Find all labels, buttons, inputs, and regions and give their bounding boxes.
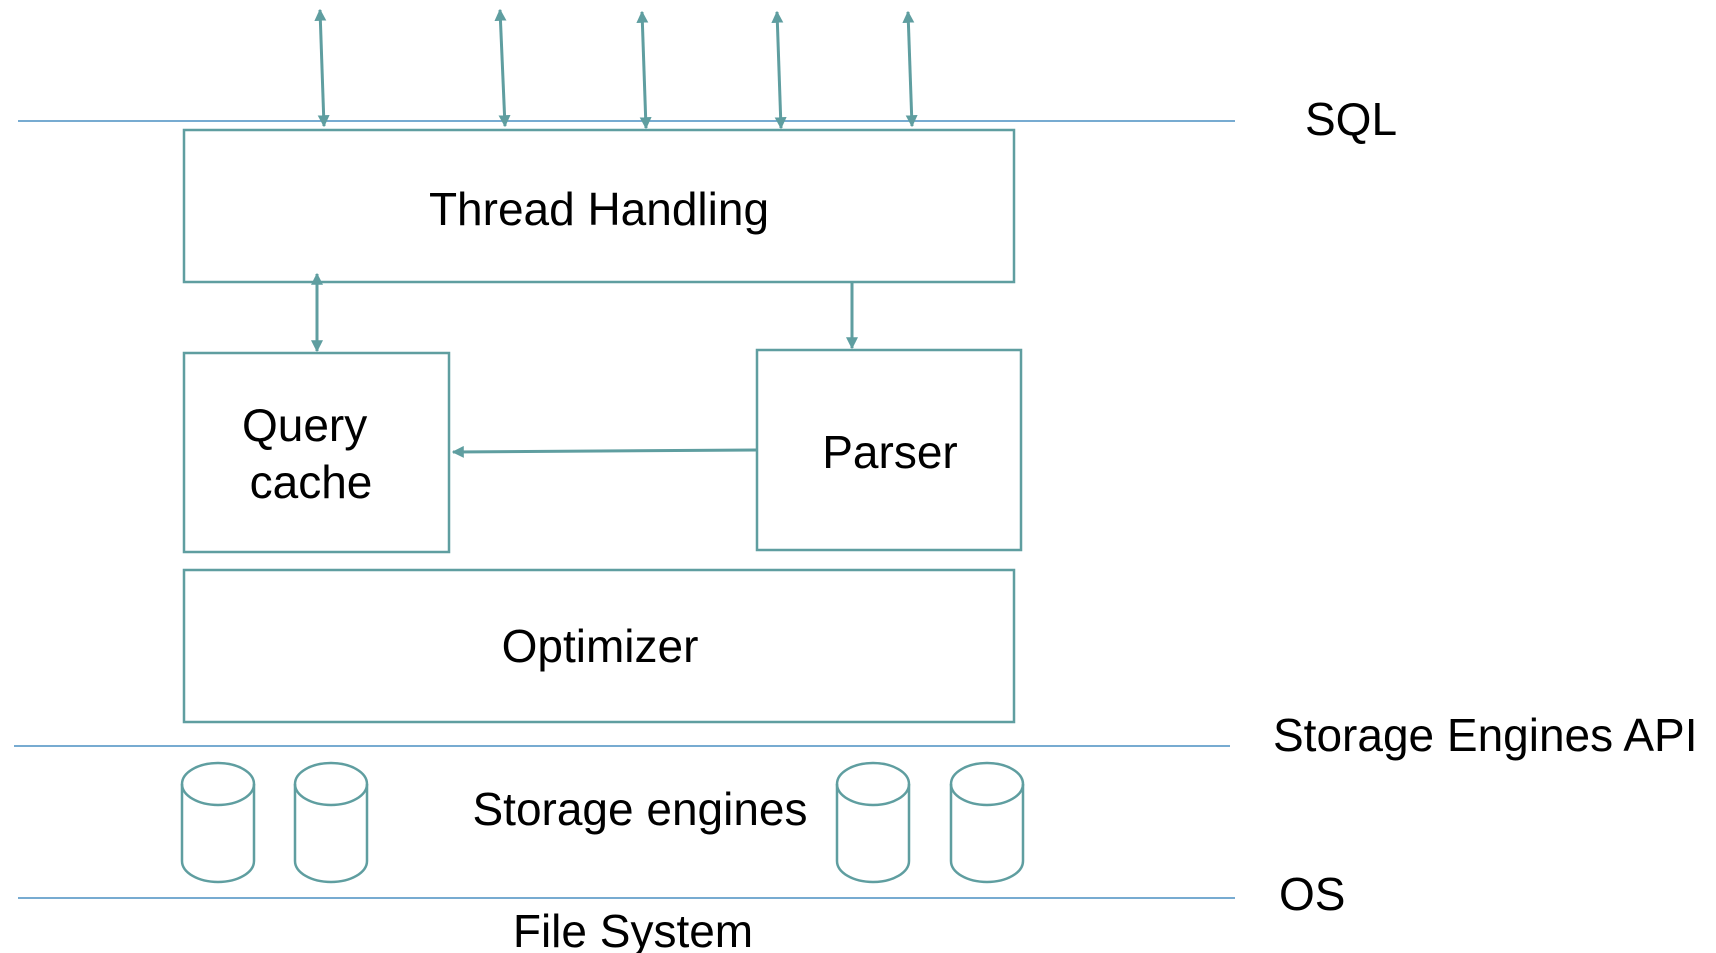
optimizer-label: Optimizer	[502, 620, 699, 672]
connection-arrow	[771, 10, 787, 130]
database-icon	[180, 761, 256, 884]
client-connection-arrows	[314, 8, 918, 130]
parser-label: Parser	[822, 426, 957, 478]
thread-handling-box	[182, 128, 1016, 284]
os-layer-label: OS	[1279, 868, 1345, 920]
sql-layer-label: SQL	[1305, 93, 1397, 145]
storage-engines-label: Storage engines	[472, 783, 807, 835]
connection-arrow	[494, 8, 511, 128]
connection-arrow	[902, 10, 918, 128]
file-system-label: File System	[513, 905, 753, 953]
storage-engine-cylinders	[180, 761, 1025, 884]
thread-handling-label: Thread Handling	[429, 183, 769, 235]
optimizer-box	[182, 568, 1016, 724]
database-icon	[949, 761, 1025, 884]
query-cache-label-line2: cache	[250, 456, 373, 508]
storage-engines-api-label: Storage Engines API	[1273, 709, 1698, 761]
database-icon	[293, 761, 369, 884]
database-icon	[835, 761, 911, 884]
query-cache-label: Query cache	[242, 399, 380, 508]
connection-arrow	[636, 10, 652, 130]
parser-query-cache-arrow	[451, 445, 758, 458]
connection-arrow	[314, 8, 330, 128]
query-cache-label-line1: Query	[242, 399, 367, 451]
query-cache-box	[182, 351, 451, 554]
